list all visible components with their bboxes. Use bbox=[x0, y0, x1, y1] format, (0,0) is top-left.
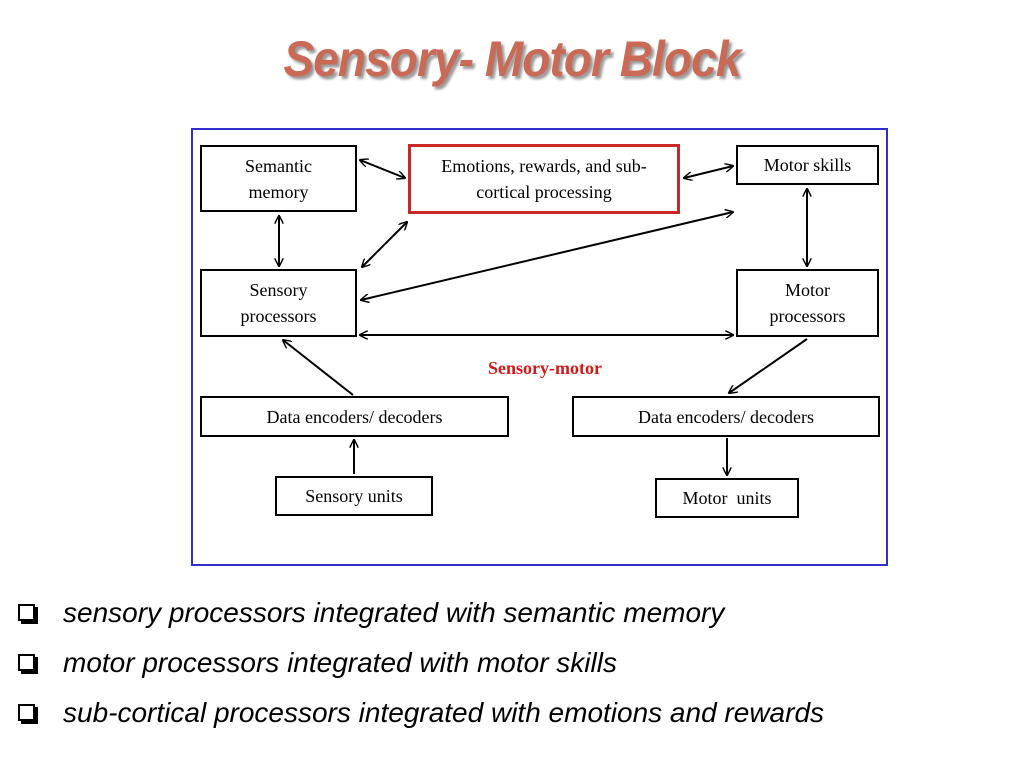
checkbox-bullet-icon bbox=[18, 603, 35, 621]
semantic-memory-box: Semantic memory bbox=[200, 145, 357, 212]
checkbox-bullet-icon bbox=[18, 703, 35, 721]
bullet-item: sensory processors integrated with seman… bbox=[18, 588, 1018, 638]
motor-skills-label: Motor skills bbox=[763, 155, 852, 175]
sensory-units-box: Sensory units bbox=[275, 476, 433, 516]
motor-skills-box: Motor skills bbox=[736, 145, 879, 185]
motor-processors-box: Motor processors bbox=[736, 269, 879, 337]
data-encoders-right-label: Data encoders/ decoders bbox=[638, 406, 814, 427]
bullet-item: sub-cortical processors integrated with … bbox=[18, 688, 1018, 738]
emotions-box: Emotions, rewards, and sub-cortical proc… bbox=[408, 144, 680, 214]
data-encoders-left-label: Data encoders/ decoders bbox=[266, 406, 443, 427]
data-encoders-left-box: Data encoders/ decoders bbox=[200, 396, 509, 437]
checkbox-bullet-icon bbox=[18, 653, 35, 671]
arrow-emotions-sensory bbox=[362, 222, 407, 267]
motor-units-box: Motor units bbox=[655, 478, 799, 518]
sensory-processors-label: Sensory processors bbox=[240, 280, 317, 326]
arrow-motor-processors-to-encoder bbox=[729, 338, 808, 393]
motor-processors-label: Motor processors bbox=[769, 280, 846, 326]
bullet-text: sensory processors integrated with seman… bbox=[63, 597, 725, 628]
emotions-label: Emotions, rewards, and sub-cortical proc… bbox=[441, 156, 647, 202]
arrow-semantic-emotions bbox=[360, 160, 405, 178]
bullet-item: motor processors integrated with motor s… bbox=[18, 638, 1018, 688]
arrow-encoder-to-sensory bbox=[283, 340, 354, 396]
sensory-motor-label: Sensory-motor bbox=[488, 358, 602, 378]
slide-title: Sensory- Motor Block bbox=[283, 31, 741, 87]
semantic-memory-label: Semantic memory bbox=[245, 155, 312, 202]
sensory-units-label: Sensory units bbox=[305, 486, 403, 506]
arrow-motor-skills-sensory bbox=[361, 212, 733, 300]
data-encoders-right-box: Data encoders/ decoders bbox=[572, 396, 880, 437]
diagram-frame bbox=[191, 128, 888, 566]
motor-units-label: Motor units bbox=[682, 488, 772, 508]
bullet-list: sensory processors integrated with seman… bbox=[18, 588, 1018, 738]
bullet-text: motor processors integrated with motor s… bbox=[63, 647, 617, 678]
bullet-text: sub-cortical processors integrated with … bbox=[63, 697, 825, 728]
sensory-processors-box: Sensory processors bbox=[200, 269, 357, 337]
arrow-emotions-motor-skills bbox=[684, 166, 733, 178]
